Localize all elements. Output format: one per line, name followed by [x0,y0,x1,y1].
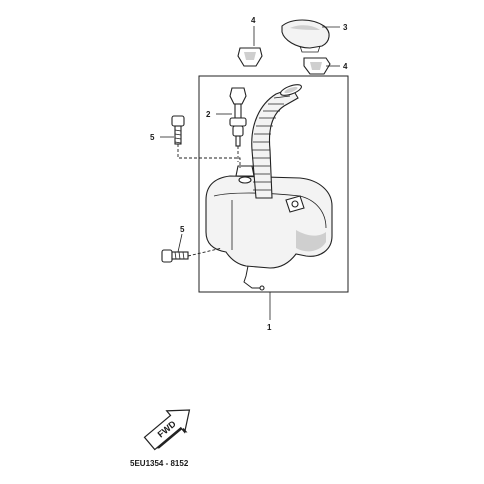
callout-5-lower: 5 [180,225,185,234]
callout-2: 2 [206,110,211,119]
callout-4-right: 4 [343,62,348,71]
oil-tank-part [205,165,333,291]
leader-5-lower [177,233,183,253]
filler-hose [251,84,302,199]
drawing-code: 5EU1354 - 8152 [130,459,189,468]
callout-4-left: 4 [251,16,256,25]
breather-valve-part [229,87,247,162]
assembly-frame [198,75,349,293]
callout-3: 3 [343,23,348,32]
grommet-right-part [303,57,331,75]
grommet-left-part [237,47,263,67]
bolt-upper-part [171,115,241,168]
callout-5-upper: 5 [150,133,155,142]
bolt-lower-part [161,247,223,263]
fwd-arrow-icon: FWD [143,409,191,451]
filler-cap-part [281,19,330,53]
callout-1: 1 [267,323,272,332]
